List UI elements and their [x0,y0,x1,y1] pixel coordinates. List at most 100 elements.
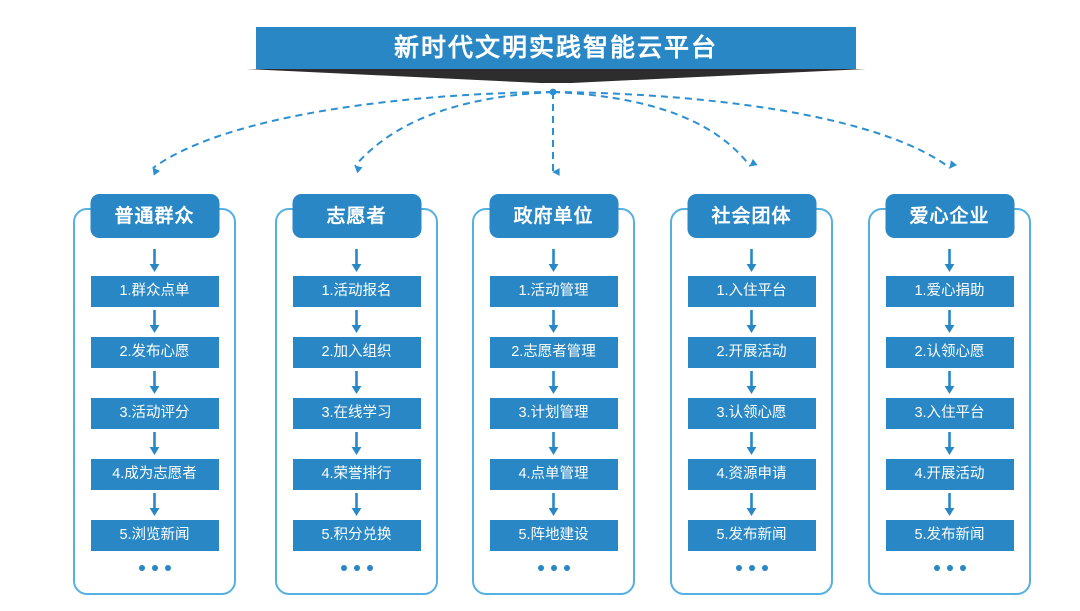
step-label: 3.计划管理 [518,405,589,422]
step-item[interactable]: 3.活动评分 [90,398,219,429]
column-政府单位: 政府单位 1.活动管理 2.志愿者管理 3.计划管理 4.点单管理 5.阵地建设 [472,194,635,595]
step-list-4: 1.入住平台 2.开展活动 3.认领心愿 4.资源申请 5.发布新闻 [672,246,831,585]
step-item[interactable]: 5.阵地建设 [489,520,618,551]
step-list-3: 1.活动管理 2.志愿者管理 3.计划管理 4.点单管理 5.阵地建设 [474,246,633,585]
step-item[interactable]: 5.积分兑换 [292,520,421,551]
arrow-down-icon [672,490,831,520]
more-ellipsis-icon [474,551,633,585]
step-label: 3.入住平台 [914,405,985,422]
step-label: 1.爱心捐助 [914,283,985,300]
step-item[interactable]: 4.荣誉排行 [292,459,421,490]
step-item[interactable]: 4.点单管理 [489,459,618,490]
column-header-3[interactable]: 政府单位 [489,194,618,238]
arrow-down-icon [75,490,234,520]
step-label: 5.阵地建设 [518,527,589,544]
column-志愿者: 志愿者 1.活动报名 2.加入组织 3.在线学习 4.荣誉排行 5.积分兑换 [275,194,438,595]
arrow-down-icon [277,490,436,520]
more-ellipsis-icon [870,551,1029,585]
column-title-1: 普通群众 [114,205,195,227]
page-title: 新时代文明实践智能云平台 [393,33,718,62]
arrow-down-icon [474,429,633,459]
arrow-down-icon [474,490,633,520]
step-item[interactable]: 1.爱心捐助 [885,276,1014,307]
step-label: 3.活动评分 [119,405,190,422]
step-item[interactable]: 4.开展活动 [885,459,1014,490]
more-ellipsis-icon [75,551,234,585]
column-header-2[interactable]: 志愿者 [292,194,421,238]
arrow-down-icon [870,307,1029,337]
column-header-5[interactable]: 爱心企业 [885,194,1014,238]
step-label: 1.活动管理 [518,283,589,300]
step-label: 2.认领心愿 [914,344,985,361]
step-label: 5.发布新闻 [914,527,985,544]
arrow-down-icon [672,368,831,398]
step-item[interactable]: 3.在线学习 [292,398,421,429]
step-item[interactable]: 1.入住平台 [687,276,816,307]
step-item[interactable]: 2.开展活动 [687,337,816,368]
arrow-down-icon [474,307,633,337]
step-label: 3.在线学习 [321,405,392,422]
step-list-5: 1.爱心捐助 2.认领心愿 3.入住平台 4.开展活动 5.发布新闻 [870,246,1029,585]
step-label: 4.荣誉排行 [321,466,392,483]
step-label: 1.入住平台 [716,283,787,300]
more-ellipsis-icon [277,551,436,585]
step-item[interactable]: 1.群众点单 [90,276,219,307]
step-item[interactable]: 3.认领心愿 [687,398,816,429]
arrow-down-icon [474,368,633,398]
arrow-down-icon [75,368,234,398]
arrow-down-icon [474,246,633,276]
step-item[interactable]: 3.计划管理 [489,398,618,429]
step-item[interactable]: 4.资源申请 [687,459,816,490]
step-list-1: 1.群众点单 2.发布心愿 3.活动评分 4.成为志愿者 5.浏览新闻 [75,246,234,585]
step-item[interactable]: 2.志愿者管理 [489,337,618,368]
arrow-down-icon [870,429,1029,459]
arrow-down-icon [75,429,234,459]
more-ellipsis-icon [672,551,831,585]
title-wedge-arrow-icon [546,71,560,82]
step-item[interactable]: 2.加入组织 [292,337,421,368]
step-list-2: 1.活动报名 2.加入组织 3.在线学习 4.荣誉排行 5.积分兑换 [277,246,436,585]
column-普通群众: 普通群众 1.群众点单 2.发布心愿 3.活动评分 4.成为志愿者 5.浏览新闻 [73,194,236,595]
arrow-down-icon [672,307,831,337]
step-item[interactable]: 5.发布新闻 [885,520,1014,551]
step-label: 5.发布新闻 [716,527,787,544]
arrow-down-icon [277,246,436,276]
step-item[interactable]: 4.成为志愿者 [90,459,219,490]
arrow-down-icon [277,429,436,459]
step-label: 4.点单管理 [518,466,589,483]
step-label: 4.资源申请 [716,466,787,483]
column-社会团体: 社会团体 1.入住平台 2.开展活动 3.认领心愿 4.资源申请 5.发布新闻 [670,194,833,595]
column-title-5: 爱心企业 [909,205,990,227]
arrow-down-icon [870,368,1029,398]
column-title-2: 志愿者 [326,205,387,227]
step-item[interactable]: 5.发布新闻 [687,520,816,551]
arrow-down-icon [870,490,1029,520]
step-label: 4.开展活动 [914,466,985,483]
step-label: 5.积分兑换 [321,527,392,544]
arrow-down-icon [672,246,831,276]
step-label: 2.加入组织 [321,344,392,361]
arrow-down-icon [277,307,436,337]
step-label: 1.群众点单 [119,283,190,300]
arrow-down-icon [870,246,1029,276]
step-label: 5.浏览新闻 [119,527,190,544]
column-title-3: 政府单位 [513,205,594,227]
step-label: 4.成为志愿者 [112,466,197,483]
column-header-4[interactable]: 社会团体 [687,194,816,238]
column-header-1[interactable]: 普通群众 [90,194,219,238]
step-label: 3.认领心愿 [716,405,787,422]
step-item[interactable]: 2.发布心愿 [90,337,219,368]
step-item[interactable]: 1.活动报名 [292,276,421,307]
arrow-down-icon [75,246,234,276]
step-label: 2.发布心愿 [119,344,190,361]
arrow-down-icon [672,429,831,459]
step-item[interactable]: 2.认领心愿 [885,337,1014,368]
arrow-down-icon [75,307,234,337]
column-爱心企业: 爱心企业 1.爱心捐助 2.认领心愿 3.入住平台 4.开展活动 5.发布新闻 [868,194,1031,595]
step-item[interactable]: 1.活动管理 [489,276,618,307]
step-label: 2.开展活动 [716,344,787,361]
column-title-4: 社会团体 [711,205,792,227]
step-item[interactable]: 3.入住平台 [885,398,1014,429]
step-item[interactable]: 5.浏览新闻 [90,520,219,551]
